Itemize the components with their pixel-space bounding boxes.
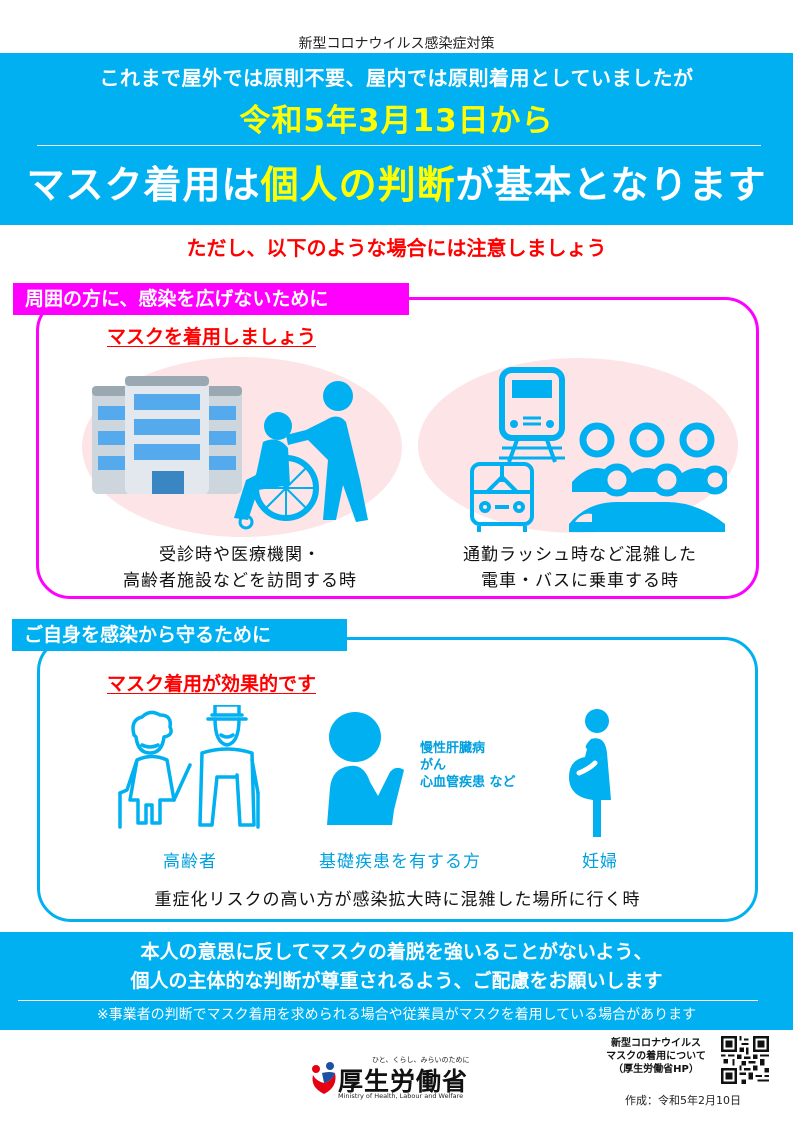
case-commute-caption: 通勤ラッシュ時など混雑した 電車・バスに乗車する時 [420, 542, 740, 594]
headline-highlight: 個人の判断 [260, 163, 456, 207]
caption-line: 高齢者施設などを訪問する時 [123, 571, 357, 591]
condition-item: 心血管疾患 など [420, 775, 516, 790]
section-protect-self-tab: ご自身を感染から守るために [12, 619, 347, 651]
headline-prefix: マスク着用は [26, 163, 261, 207]
qr-caption-line: マスクの着用について [606, 1051, 706, 1062]
consideration-text: 本人の意思に反してマスクの着脱を強いることがないよう、 個人の主体的な判断が尊重… [0, 938, 793, 996]
mhlw-emblem-icon [312, 1062, 336, 1094]
header-intro-text: これまで屋外では原則不要、屋内では原則着用としていましたが [99, 66, 694, 90]
group-label-pregnant: 妊婦 [582, 852, 618, 872]
wheelchair-icon [234, 381, 368, 530]
logo-name: 厚生労働省 [338, 1067, 469, 1096]
section-protect-self-subtitle: マスク着用が効果的です [107, 673, 317, 695]
logo-tagline: ひと、くらし、みらいのために [372, 1056, 470, 1064]
caption-line: 受診時や医療機関・ [159, 545, 321, 565]
person-icon [327, 712, 404, 825]
caption-line: 電車・バスに乗車する時 [481, 571, 679, 591]
header-banner: これまで屋外では原則不要、屋内では原則着用としていましたが 令和5年3月13日か… [0, 53, 793, 225]
condition-item: がん [420, 758, 447, 773]
section-protect-others-subtitle: マスクを着用しましょう [107, 326, 317, 348]
crowd-icon [569, 422, 727, 532]
caution-notice: ただし、以下のような場合には注意しましょう [186, 236, 607, 260]
mhlw-logo: ひと、くらし、みらいのために 厚生労働省 Ministry of Health,… [310, 1055, 490, 1100]
business-note: ※事業者の判断でマスク着用を求められる場合や従業員がマスクを着用している場合があ… [96, 1007, 697, 1023]
headline-suffix: が基本となります [455, 163, 767, 207]
bus-icon [470, 462, 534, 532]
qr-caption-line: （厚生労働省HP） [613, 1064, 699, 1075]
qr-caption-line: 新型コロナウイルス [611, 1038, 701, 1049]
consideration-line: 個人の主体的な判断が尊重されるよう、ご配慮をお願いします [130, 970, 663, 992]
transit-crowd-icons [470, 367, 727, 532]
hospital-icon [92, 376, 242, 494]
consideration-line: 本人の意思に反してマスクの着脱を強いることがないよう、 [140, 941, 653, 963]
group-label-conditions: 基礎疾患を有する方 [319, 852, 481, 872]
banner-divider [18, 1000, 758, 1001]
case-medical-visit-caption: 受診時や医療機関・ 高齢者施設などを訪問する時 [80, 542, 400, 594]
condition-item: 慢性肝臓病 [420, 741, 486, 756]
train-icon [499, 367, 565, 463]
header-divider [37, 145, 761, 146]
section-protect-others-tab: 周囲の方に、感染を広げないために [13, 283, 409, 315]
qr-caption: 新型コロナウイルス マスクの着用について （厚生労働省HP） [596, 1037, 716, 1076]
caption-line: 通勤ラッシュ時など混雑した [463, 545, 697, 565]
elderly-couple-icon [118, 705, 260, 829]
pregnant-woman-icon [569, 709, 611, 837]
consideration-banner: 本人の意思に反してマスクの着脱を強いることがないよう、 個人の主体的な判断が尊重… [0, 932, 793, 1030]
group-label-elderly: 高齢者 [163, 852, 217, 872]
qr-code-icon[interactable] [721, 1036, 769, 1084]
poster-category-label: 新型コロナウイルス感染症対策 [298, 36, 495, 52]
effective-date: 令和5年3月13日から [239, 103, 554, 139]
high-risk-situation-text: 重症化リスクの高い方が感染拡大時に混雑した場所に行く時 [154, 890, 641, 910]
conditions-list: 慢性肝臓病 がん 心血管疾患 など [420, 740, 516, 791]
creation-date: 作成：令和5年2月10日 [625, 1094, 741, 1107]
main-headline: マスク着用は個人の判断が基本となります [0, 154, 793, 209]
logo-english-name: Ministry of Health, Labour and Welfare [338, 1092, 464, 1100]
